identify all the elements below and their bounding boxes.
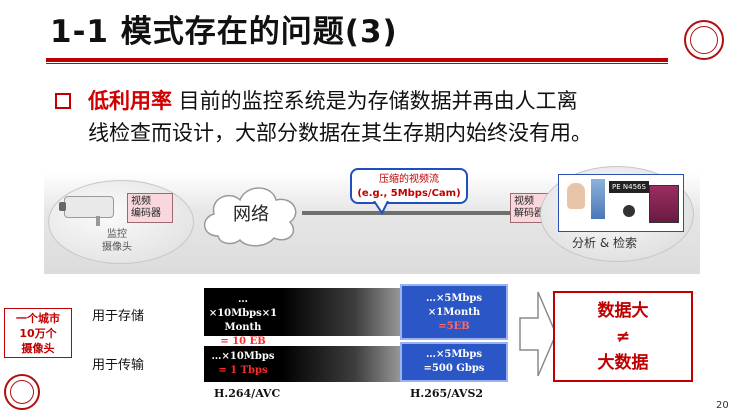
camera-icon <box>59 196 114 218</box>
result-box: 数据大 ≠ 大数据 <box>553 291 693 382</box>
avs-storage-line1: …×5Mbps <box>425 293 483 304</box>
person-thumbnail <box>591 179 605 219</box>
avc-storage-line2: Month <box>224 322 262 333</box>
transmit-compression-wedge <box>282 346 402 382</box>
codec-old-label: H.264/AVC <box>214 387 281 400</box>
analysis-label: 分析 & 检索 <box>572 236 637 250</box>
university-logo-top <box>684 20 724 60</box>
avc-transmit-line1: …×10Mbps <box>211 351 275 362</box>
face-thumbnail <box>567 183 585 209</box>
point-text-line1: 目前的监控系统是为存储数据并再由人工离 <box>172 89 578 113</box>
city-camera-box: 一个城市 10万个 摄像头 <box>4 308 72 358</box>
camera-label: 监控 摄像头 <box>102 229 132 253</box>
result-line2: ≠ <box>615 327 631 347</box>
codec-new-label: H.265/AVS2 <box>410 387 484 400</box>
avs-storage-line3: =5EB <box>438 321 470 332</box>
storage-row-label: 用于存储 <box>92 309 145 324</box>
avs-transmit-line2: =500 Gbps <box>423 363 485 374</box>
point-paragraph: 低利用率 目前的监控系统是为存储数据并再由人工离 线检查而设计，大部分数据在其生… <box>88 85 708 149</box>
bullet-square-icon <box>55 93 71 109</box>
stream-callout-line1: 压缩的视频流 <box>379 174 439 185</box>
avc-storage-line1: …×10Mbps×1 <box>208 294 278 319</box>
avc-transmit-line2: = 1 Tbps <box>218 365 268 376</box>
result-arrow-icon <box>519 291 557 377</box>
analysis-image-panel: PE N456S <box>558 174 684 232</box>
result-line1: 数据大 <box>597 301 649 321</box>
avs-storage-line2: ×1Month <box>427 307 481 318</box>
network-label: 网络 <box>233 204 269 225</box>
point-text-line2: 线检查而设计，大部分数据在其生存期内始终没有用。 <box>88 121 592 145</box>
car-thumbnail <box>649 185 679 223</box>
transmit-row-label: 用于传输 <box>92 358 145 373</box>
stream-arrow-line <box>302 211 512 215</box>
result-line3: 大数据 <box>597 353 649 373</box>
point-highlight: 低利用率 <box>88 89 172 113</box>
avc-storage-box: …×10Mbps×1 Month = 10 EB <box>204 288 282 347</box>
callout-tail <box>373 201 389 215</box>
title-underline <box>46 58 668 65</box>
avc-transmit-box: …×10Mbps = 1 Tbps <box>204 346 282 382</box>
encoder-box: 视频 编码器 <box>127 193 173 223</box>
slide-title: 1-1 模式存在的问题(3) <box>50 14 398 50</box>
avs-transmit-box: …×5Mbps =500 Gbps <box>400 342 508 382</box>
license-plate: PE N456S <box>609 181 649 193</box>
object-thumbnail <box>623 205 635 217</box>
camera-stand <box>96 216 100 226</box>
avc-storage-line3: = 10 EB <box>220 336 266 347</box>
stream-callout: 压缩的视频流 (e.g., 5Mbps/Cam) <box>350 168 468 204</box>
page-number: 20 <box>716 400 729 411</box>
storage-compression-wedge <box>282 288 402 336</box>
university-logo-bottom <box>4 374 40 410</box>
stream-callout-line2: (e.g., 5Mbps/Cam) <box>357 188 461 199</box>
network-cloud-icon <box>204 187 297 247</box>
avs-transmit-line1: …×5Mbps <box>425 349 483 360</box>
avs-storage-box: …×5Mbps ×1Month =5EB <box>400 284 508 340</box>
